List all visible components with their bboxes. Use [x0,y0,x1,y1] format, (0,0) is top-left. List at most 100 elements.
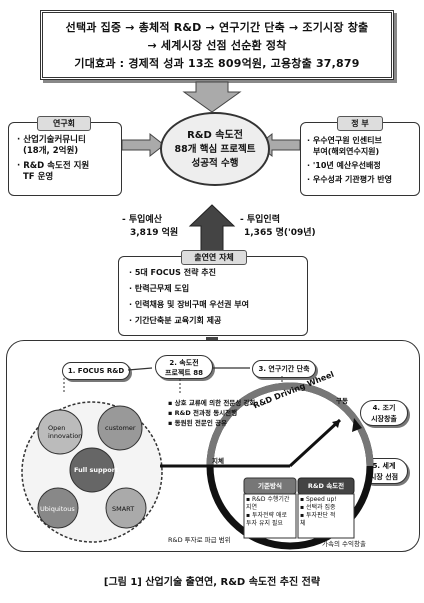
inner-right-item-3: ▪ 투자판단 적 [300,512,336,519]
center-line-2: 88개 핵심 프로젝트 [174,144,256,155]
middle-note-2: ▪ R&D 전과정 동시전행 [168,409,238,417]
institutes-item-2-text: 탄력근무제 도입 [134,284,190,293]
step-2-line-1: 2. 속도전 [169,359,199,367]
right-arrow-icon [121,132,165,158]
inner-left-item-3-text: 투자전략 애로 [251,512,288,519]
middle-note-1: ▪ 상호 교류에 의한 전문성 강화 [168,399,256,407]
institutes-item-2: · 탄력근무제 도입 [129,284,190,293]
cluster-piece-smart [105,487,147,529]
research-council-item-3: · R&D 속도전 지원 [17,161,90,171]
inner-left-items: ▪ R&D 수행기간 지연 ▪ 투자전략 애로 투자 유지 필요 [246,496,289,528]
cluster-innovation-text: innovation [48,432,83,440]
figure-caption: [그림 1] 산업기술 출연연, R&D 속도전 추진 전략 [103,577,321,588]
inner-right-item-3-text: 투자판단 적 [305,512,336,519]
cluster-open-text: Open [48,424,66,432]
step-4-line-1: 4. 조기 [372,404,396,412]
cluster-piece-ubiq [37,487,79,529]
center-line-1: R&D 속도전 [187,130,243,141]
wheel-axis-right [288,418,342,468]
inner-left-item-3: ▪ 투자전략 애로 [246,512,288,519]
government-item-3: · '10년 예산우선배정 [307,161,381,170]
wheel-left-label: 지체 [212,457,224,465]
middle-note-3-text: 동원된 전문인 공유 [174,419,228,427]
top-banner: 선택과 집중 → 총체적 R&D → 연구기간 단축 → 조기시장 창출 → 세… [40,10,394,80]
banner-line-1: 선택과 집중 → 총체적 R&D → 연구기간 단축 → 조기시장 창출 [65,21,369,34]
inner-right-body [297,493,355,539]
step-2-pill: 2. 속도전 프로젝트 88 [155,355,213,379]
inner-left-title: 기준방식 [258,482,282,490]
bottom-note: R&D 투자로 파급 범위 [168,536,231,544]
step-3-pill: 3. 연구기간 단축 [252,360,316,378]
step-4-line-2: 시장창출 [371,415,397,423]
government-item-1-text: 우수연구원 인센티브 [312,136,382,145]
cluster-label-ubiq: Ubiquitous [40,505,75,513]
center-goal-oval: R&D 속도전 88개 핵심 프로젝트 성공적 수행 [160,112,270,186]
institutes-item-4-text: 기간단축분 교육기회 제공 [134,316,222,325]
government-box: 정 부 · 우수연구원 인센티브 부여(해외연수지원) · '10년 예산우선배… [300,116,420,196]
wheel-goal-label: 구동 [336,397,348,405]
middle-note-2-text: R&D 전과정 동시전행 [174,409,238,417]
step-2-line-2: 프로젝트 88 [165,369,203,377]
research-council-box: 연구회 · 산업기술커뮤니티 (18개, 2억원) · R&D 속도전 지원 T… [8,116,122,196]
down-arrow-icon [182,81,242,113]
cluster-label-smart: SMART [112,505,135,513]
cluster-piece-full [69,447,115,493]
institutes-item-1: · 5대 FOCUS 전략 추진 [129,268,216,277]
institutes-item-4: · 기간단축분 교육기회 제공 [129,316,222,325]
step-connector-1 [127,367,153,371]
cluster-label-full: Full support [74,466,119,474]
wheel-bottom-right-label: 가속의 수익창출 [322,540,366,548]
middle-note-1-text: 상호 교류에 의한 전문성 강화 [174,399,256,407]
cluster-label-open: Open innovation [48,424,82,440]
step-4-pill: 4. 조기 시장창출 [360,400,408,426]
institutes-item-3-text: 인력채용 및 장비구매 우선권 부여 [134,300,250,309]
research-council-title: 연구회 [37,116,91,131]
government-item-2: 부여(해외연수지원) [313,147,380,156]
step-5-line-1: 5. 세계 [372,462,396,470]
wheel-rotate-arrow-icon [352,418,362,432]
government-item-1: · 우수연구원 인센티브 [307,136,382,145]
inner-right-items: ▪ Speed up! ▪ 선택과 집중 ▪ 투자판단 적 체 [300,496,337,528]
inner-right-item-2-text: 선택과 집중 [305,504,336,511]
manpower-label: - 투입인력 [240,215,280,225]
government-item-4-text: 우수성과 기관평가 반영 [312,175,392,184]
inner-right-item-4: 체 [300,520,306,527]
manpower-value: 1,365 명('09년) [244,228,316,238]
government-item-4: · 우수성과 기관평가 반영 [307,175,392,184]
budget-value: 3,819 억원 [130,228,179,238]
budget-label: - 투입예산 [122,215,162,225]
institutes-item-3: · 인력채용 및 장비구매 우선권 부여 [129,300,250,309]
research-council-item-1-text: 산업기술커뮤니티 [23,135,86,145]
inner-left-item-1-text: R&D 수행기간 [251,496,290,503]
driving-wheel-top [206,382,374,467]
step-1-pill: 1. FOCUS R&D [62,362,130,380]
institutes-title: 출연연 자체 [181,250,247,265]
research-council-item-4: TF 운영 [23,172,54,182]
government-item-3-text: '10년 예산우선배정 [312,161,381,170]
middle-note-3: ▪ 동원된 전문인 공유 [168,419,228,427]
inner-left-item-4: 투자 유지 필요 [246,520,283,527]
research-council-item-2: (18개, 2억원) [23,146,79,156]
banner-line-3: 기대효과 : 경제적 성과 13조 809억원, 고용창출 37,879 [74,57,360,70]
banner-line-2: → 세계시장 선점 선순환 정착 [147,39,287,52]
center-line-3: 성공적 수행 [191,158,239,169]
cluster-piece-customer [97,405,143,451]
middle-notes: ▪ 상호 교류에 의한 전문성 강화 ▪ R&D 전과정 동시전행 ▪ 동원된 … [168,398,255,428]
research-council-item-1: · 산업기술커뮤니티 [17,135,86,145]
research-council-item-3-text: R&D 속도전 지원 [23,161,90,171]
cluster-label-customer: customer [105,424,136,432]
cluster-piece-open [37,409,83,455]
inner-right-item-2: ▪ 선택과 집중 [300,504,336,511]
government-title: 정 부 [337,116,383,131]
institutes-box: 출연연 자체 · 5대 FOCUS 전략 추진 · 탄력근무제 도입 · 인력채… [118,250,308,336]
inner-left-item-1: ▪ R&D 수행기간 [246,496,290,503]
inner-right-item-1-text: Speed up! [305,496,337,503]
inner-left-body [243,493,297,539]
wheel-arrow-icon [332,420,340,428]
inner-right-item-1: ▪ Speed up! [300,496,337,503]
step-5-line-2: 시장 선점 [369,473,399,481]
inner-left-item-2: 지연 [246,504,258,511]
inner-right-title: R&D 속도전 [307,482,345,490]
institutes-item-1-text: 5대 FOCUS 전략 추진 [134,268,216,277]
